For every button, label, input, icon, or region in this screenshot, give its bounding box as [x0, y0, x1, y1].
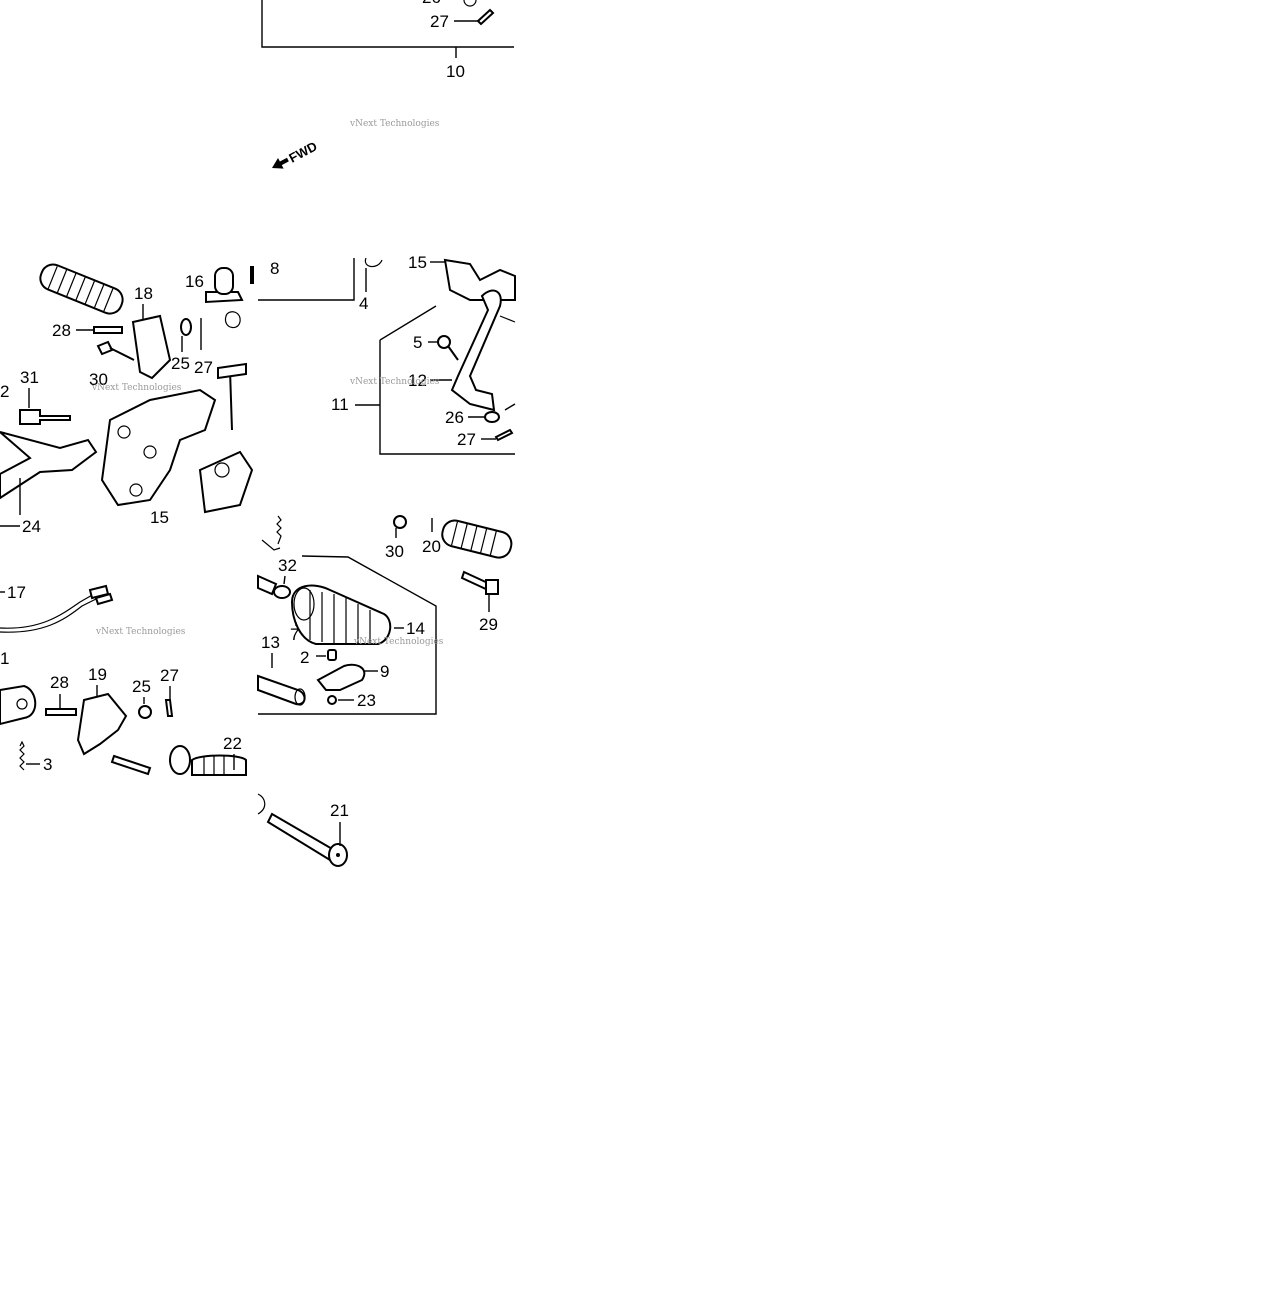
tile-top: 10 26 27	[261, 0, 514, 81]
label-19: 19	[88, 665, 107, 684]
fwd-arrow-icon	[272, 157, 289, 169]
pin-5	[437, 335, 451, 349]
label-8: 8	[270, 259, 279, 278]
label-18: 18	[134, 284, 153, 303]
label-27: 27	[457, 430, 476, 449]
group-bracket-14	[258, 555, 437, 715]
label-24: 24	[22, 517, 41, 536]
label-10: 10	[446, 62, 465, 81]
label-27: 27	[160, 666, 179, 685]
cotter-pin-27	[164, 699, 174, 717]
washer-26	[463, 0, 477, 7]
label-14: 14	[406, 619, 425, 638]
footpeg-rubber-22	[191, 754, 247, 776]
label-21: 21	[330, 801, 349, 820]
washer	[169, 745, 191, 775]
bracket-9	[316, 663, 366, 691]
label-15: 15	[150, 508, 169, 527]
pedal-12	[450, 289, 502, 412]
group-bracket-11	[379, 305, 516, 455]
label-26: 26	[445, 408, 464, 427]
label-27: 27	[194, 358, 213, 377]
bolt	[110, 754, 152, 776]
tile-left-upper: 18 16 28 25 27 30 31 2 15 vNext Te	[0, 263, 254, 527]
fwd-label: FWD	[286, 139, 319, 166]
footpeg-bracket-18	[131, 314, 172, 380]
label-30: 30	[385, 542, 404, 561]
pin-28	[45, 708, 77, 716]
watermark-4: vNext Technologies	[95, 627, 186, 637]
watermark-2: vNext Technologies	[91, 383, 182, 393]
washer-26	[484, 411, 500, 423]
label-28: 28	[52, 321, 71, 340]
washer-25	[138, 705, 152, 719]
cotter-pin-27	[494, 428, 514, 442]
cotter-pin-27	[476, 8, 495, 26]
spring	[276, 515, 282, 545]
label-25: 25	[132, 677, 151, 696]
label-30: 30	[89, 370, 108, 389]
label-29: 29	[479, 615, 498, 634]
footpeg-rubber-right	[441, 519, 513, 559]
partial-ring	[257, 793, 266, 815]
group-bracket-8	[258, 258, 355, 301]
label-1: 1	[0, 649, 9, 668]
pivot-holder-15	[443, 258, 516, 301]
label-17: 17	[7, 583, 26, 602]
tile-right-lower: 30 20 32 14 7 13 2 9	[257, 515, 513, 715]
washer-25	[180, 318, 192, 336]
label-12: 12	[408, 371, 427, 390]
watermark-5: vNext Technologies	[353, 637, 444, 647]
label-26: 26	[422, 0, 441, 7]
label-13: 13	[261, 633, 280, 652]
fwd-indicator: FWD	[272, 139, 320, 169]
footpeg-bracket-19	[76, 692, 128, 756]
label-23: 23	[357, 691, 376, 710]
screw-23	[327, 695, 337, 705]
nut-32	[273, 585, 291, 599]
label-3: 3	[43, 755, 52, 774]
footpeg-14	[290, 584, 392, 645]
label-2: 2	[300, 648, 309, 667]
label-5: 5	[413, 333, 422, 352]
step-holder	[100, 388, 217, 507]
watermark-3: vNext Technologies	[349, 377, 440, 387]
label-2: 2	[0, 382, 9, 401]
collar-2	[327, 649, 337, 661]
pin-28	[93, 326, 123, 334]
pivot-bolt	[229, 369, 233, 431]
label-28: 28	[50, 673, 69, 692]
footpeg-rubber-left	[39, 263, 124, 315]
label-16: 16	[185, 272, 204, 291]
watermark-1: vNext Technologies	[349, 119, 440, 129]
step-bar-24	[0, 431, 98, 500]
label-20: 20	[422, 537, 441, 556]
tile-right-upper: 8 4 15 5 12 11 26 27 vNext Technologies	[258, 253, 516, 455]
label-31: 31	[20, 368, 39, 387]
label-27: 27	[430, 12, 449, 31]
bolt-30	[96, 340, 114, 356]
label-11: 11	[331, 395, 349, 414]
label-22: 22	[223, 734, 242, 753]
label-25: 25	[171, 354, 190, 373]
label-9: 9	[380, 662, 389, 681]
tile-left-lower: 24 17 1 3 28 19 25 27 22 vNext Technolog…	[0, 517, 247, 776]
tile-bottom: 21	[257, 793, 349, 867]
group-bracket-10	[261, 0, 514, 48]
label-32: 32	[278, 556, 297, 575]
label-15: 15	[408, 253, 427, 272]
label-7: 7	[290, 625, 299, 644]
switch-cable-17	[0, 593, 95, 629]
label-4: 4	[359, 294, 368, 313]
bolt-31	[19, 409, 71, 425]
